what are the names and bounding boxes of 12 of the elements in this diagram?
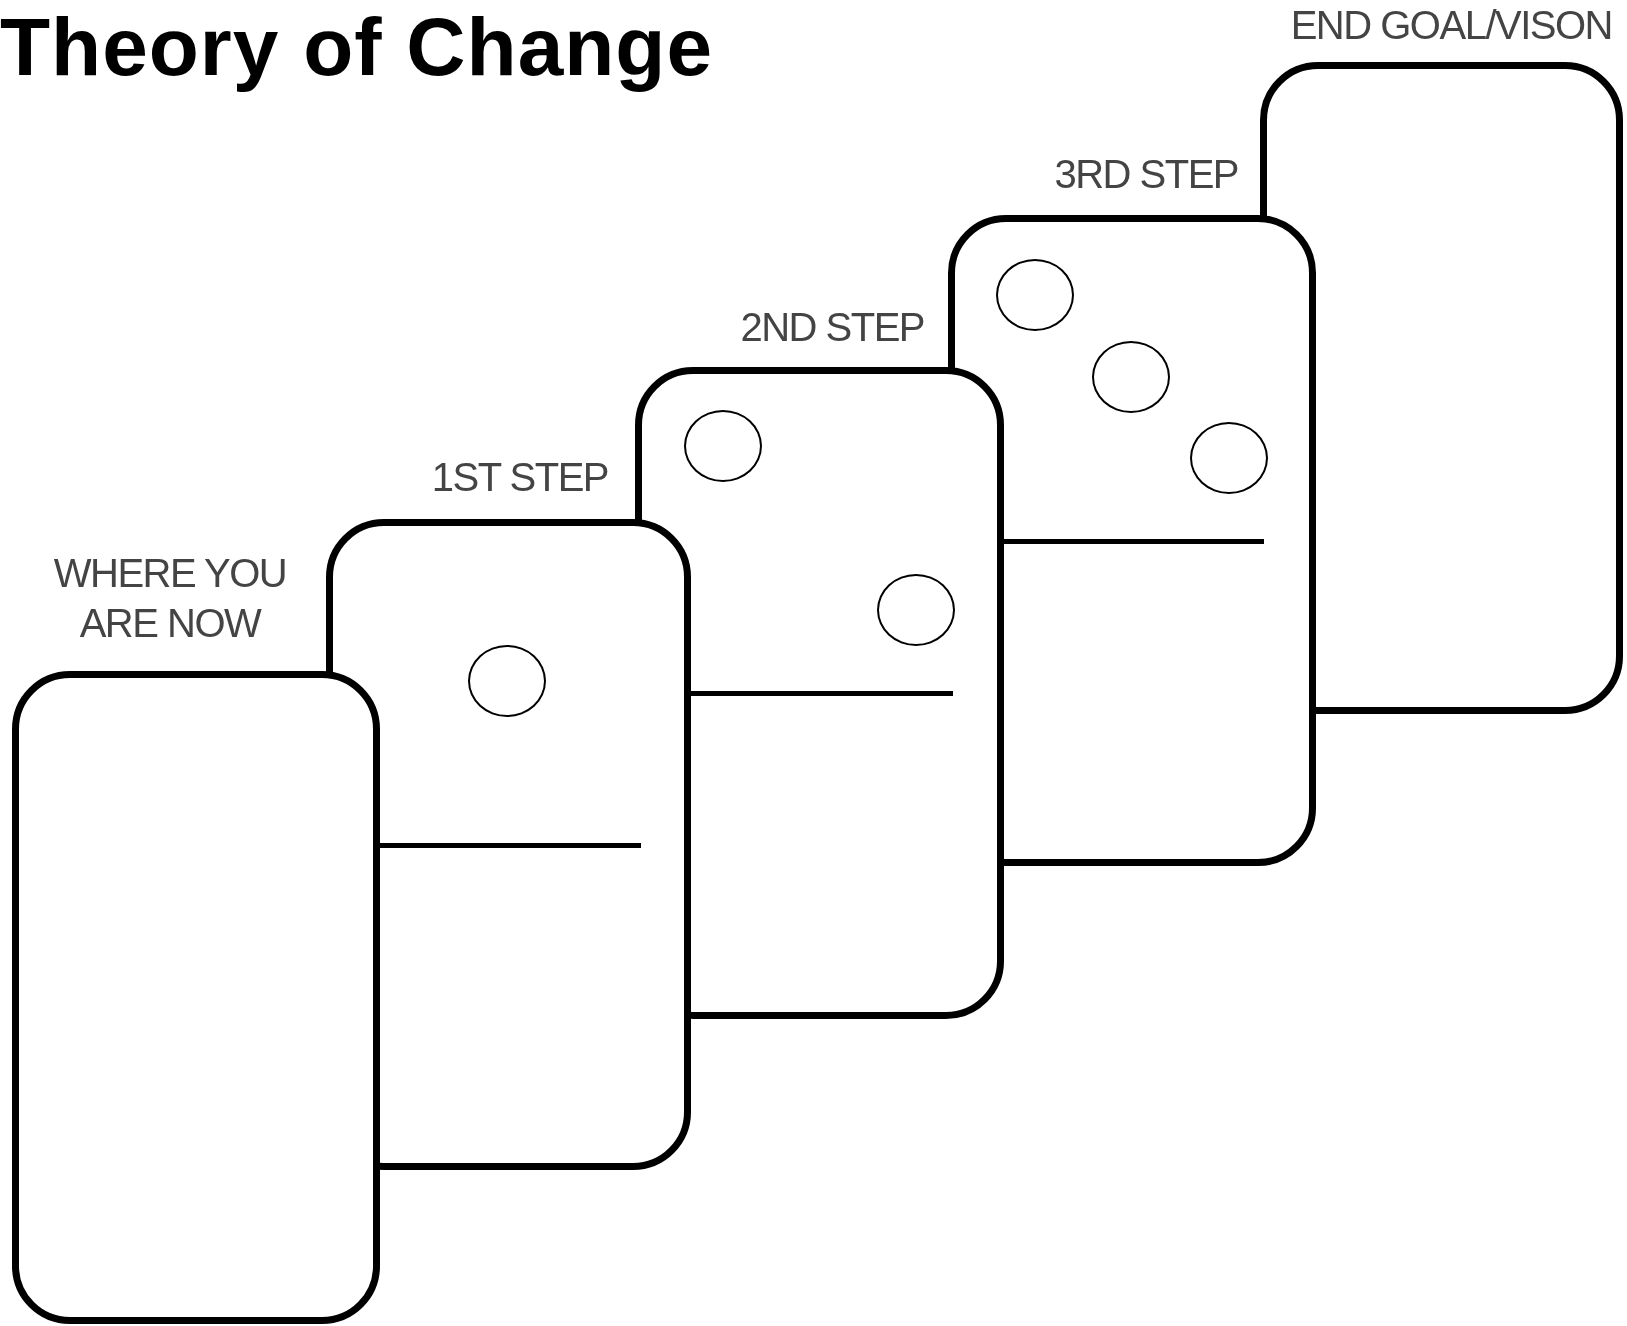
step-heading: END GOAL/VISON xyxy=(1289,2,1612,49)
step-heading: 3RD STEP xyxy=(1053,151,1238,198)
pip-dot xyxy=(877,574,955,646)
step-heading: 1ST STEP xyxy=(430,454,608,501)
pip-dot xyxy=(684,410,762,482)
step-heading: WHERE YOU ARE NOW xyxy=(52,550,288,647)
pip-dot xyxy=(996,259,1074,331)
pip-dot xyxy=(1092,341,1170,413)
title: Theory of Change xyxy=(0,2,714,92)
step-heading: 2ND STEP xyxy=(739,304,924,351)
pip-dot xyxy=(1190,422,1268,494)
pip-dot xyxy=(468,645,546,717)
